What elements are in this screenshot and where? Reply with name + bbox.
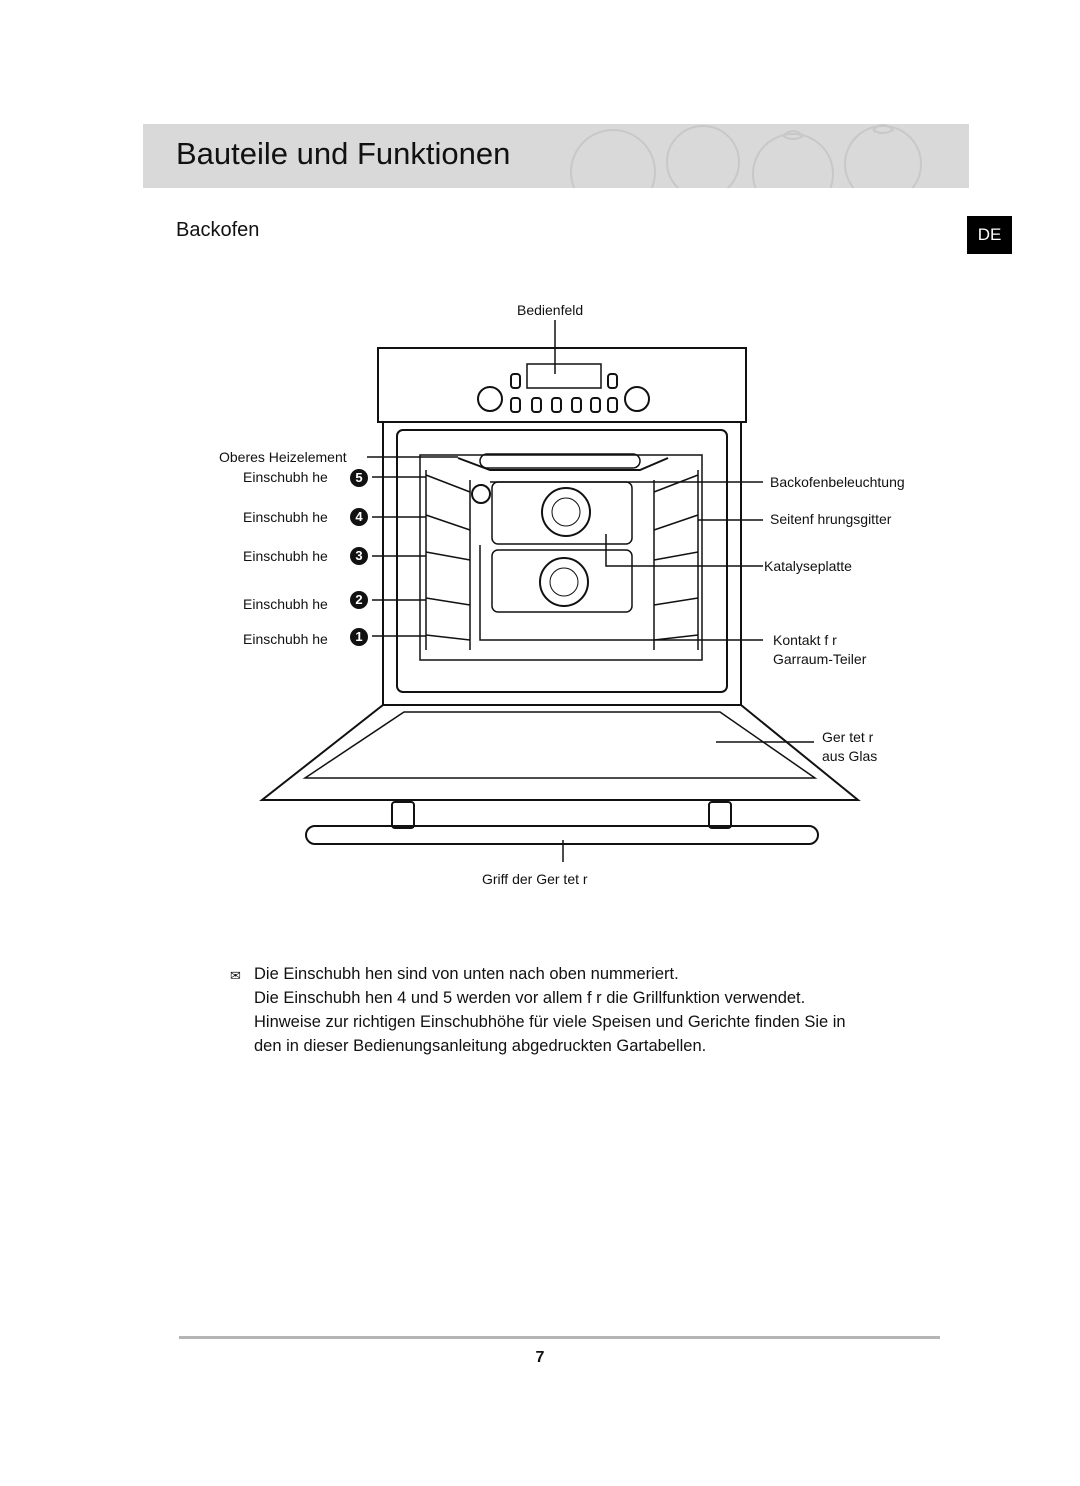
label-contact-2: Garraum-Teiler — [773, 651, 867, 667]
page-title: Bauteile und Funktionen — [176, 136, 511, 171]
label-shelf-1: Einschubh he — [243, 631, 328, 647]
label-handle: Griff der Ger tet r — [482, 871, 588, 887]
note-line: Hinweise zur richtigen Einschubhöhe für … — [254, 1013, 846, 1031]
label-shelf-4: Einschubh he — [243, 509, 328, 525]
note-line: den in dieser Bedienungsanleitung abgedr… — [254, 1037, 707, 1055]
label-shelf-2: Einschubh he — [243, 596, 328, 612]
door-glass — [302, 711, 818, 779]
shelf-number-5: 5 — [350, 469, 368, 487]
language-badge: DE — [967, 216, 1012, 254]
label-upper-heater: Oberes Heizelement — [219, 449, 347, 465]
shelf-number-3: 3 — [350, 547, 368, 565]
knob-left — [477, 386, 503, 412]
note-line: Die Einschubh hen 4 und 5 werden vor all… — [254, 989, 806, 1007]
tomato-watermark — [570, 124, 922, 188]
label-shelf-5: Einschubh he — [243, 469, 328, 485]
label-contact-1: Kontakt f r — [773, 632, 837, 648]
label-door-1: Ger tet r — [822, 729, 874, 745]
shelf-number-4: 4 — [350, 508, 368, 526]
control-panel-frame — [377, 347, 747, 423]
label-side-rails: Seitenf hrungsgitter — [770, 511, 892, 527]
note-line: Die Einschubh hen sind von unten nach ob… — [254, 965, 679, 983]
label-catalytic: Katalyseplatte — [764, 558, 852, 574]
label-door-2: aus Glas — [822, 748, 878, 764]
label-lamp: Backofenbeleuchtung — [770, 474, 905, 490]
shelf-number-1: 1 — [350, 628, 368, 646]
section-heading: Backofen — [176, 219, 260, 241]
door-outline — [259, 704, 861, 801]
header-band: Bauteile und Funktionen — [143, 124, 969, 188]
page-number: 7 — [535, 1349, 545, 1366]
door-handle — [305, 825, 819, 845]
shelf-number-2: 2 — [350, 591, 368, 609]
label-control-panel: Bedienfeld — [517, 302, 584, 318]
label-shelf-3: Einschubh he — [243, 548, 328, 564]
footer-rule — [179, 1336, 940, 1339]
note-icon: ✉ — [230, 968, 241, 983]
fan-upper — [541, 487, 591, 537]
oven-cavity — [396, 429, 728, 693]
display — [526, 363, 602, 389]
knob-right — [624, 386, 650, 412]
lamp — [471, 484, 491, 504]
notes-block: ✉ Die Einschubh hen sind von unten nach … — [230, 962, 846, 1058]
fan-lower — [539, 557, 589, 607]
